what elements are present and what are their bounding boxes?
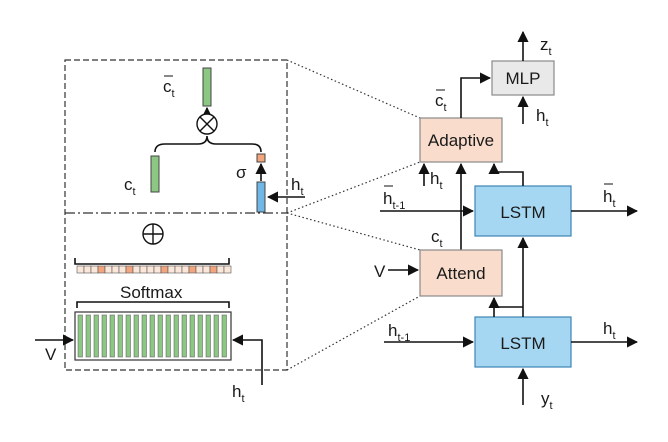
attention-weights-strip xyxy=(76,265,232,274)
inset-ht-label: ht xyxy=(291,175,304,198)
ct-bar-label: ct xyxy=(435,91,447,114)
ct-attend-label: ct xyxy=(431,227,443,250)
feature-vector-column xyxy=(125,314,131,358)
feature-vector-column xyxy=(85,314,91,358)
attention-weight-cell xyxy=(90,265,99,274)
attention-weight-cell xyxy=(174,265,183,274)
ht-vector xyxy=(256,181,266,213)
merge-brace xyxy=(154,135,262,153)
attend-label: Attend xyxy=(436,264,485,283)
lstm-top-box xyxy=(474,185,572,237)
lstm-bottom-branch xyxy=(493,306,523,317)
zoom-line-attend-bottom xyxy=(286,295,421,371)
inset-ct-bar-label: ct xyxy=(163,77,175,100)
h-out-label: ht xyxy=(603,319,616,342)
attention-weight-cell xyxy=(97,265,106,274)
attention-weight-cell xyxy=(160,265,169,274)
feature-vector-column xyxy=(93,314,99,358)
attention-weight-cell xyxy=(76,265,85,274)
feature-map-strip xyxy=(77,314,227,358)
adaptive-to-mlp-arrow xyxy=(460,72,492,118)
attention-weight-cell xyxy=(139,265,148,274)
attention-weight-cell xyxy=(132,265,141,274)
feature-vector-column xyxy=(189,314,195,358)
attention-weight-cell xyxy=(181,265,190,274)
feature-vector-column xyxy=(149,314,155,358)
feature-vector-column xyxy=(205,314,211,358)
gate-scalar xyxy=(256,153,266,163)
feature-vector-column xyxy=(197,314,203,358)
adaptive-label: Adaptive xyxy=(428,131,494,150)
lstm-top-to-adaptive-arrow xyxy=(488,162,524,186)
h-bar-prev-label: ht-1 xyxy=(383,189,405,212)
attention-weight-cell xyxy=(223,265,232,274)
attention-weight-cell xyxy=(216,265,225,274)
feature-vector-column xyxy=(165,314,171,358)
lstm-bottom-label: LSTM xyxy=(500,334,545,353)
otimes-cross-2 xyxy=(199,116,215,132)
ht-adaptive-label: ht xyxy=(430,169,443,192)
feature-vector-column xyxy=(221,314,227,358)
inset-ht-bottom-arrow xyxy=(231,334,263,385)
attention-weight-cell xyxy=(195,265,204,274)
attention-weight-cell xyxy=(118,265,127,274)
v-attend-label: V xyxy=(374,262,386,281)
feature-vector-column xyxy=(109,314,115,358)
h-bar-out-label: ht xyxy=(603,187,616,210)
ht-mlp-label: ht xyxy=(536,106,549,129)
h-prev-label: ht-1 xyxy=(388,321,410,344)
softmax-brace xyxy=(76,301,230,308)
weighted-sum-brace xyxy=(74,258,230,265)
attention-weight-cell xyxy=(167,265,176,274)
attention-weight-cell xyxy=(153,265,162,274)
feature-vector-column xyxy=(213,314,219,358)
adaptive-box xyxy=(419,117,503,163)
feature-vector-column xyxy=(173,314,179,358)
feature-vector-column xyxy=(133,314,139,358)
attention-weight-cell xyxy=(209,265,218,274)
zoom-line-attend-top xyxy=(286,212,421,251)
lstm-top-label: LSTM xyxy=(500,203,545,222)
ct-vector xyxy=(150,155,160,193)
feature-vector-column xyxy=(77,314,83,358)
attention-weight-cell xyxy=(146,265,155,274)
z-label: zt xyxy=(540,35,552,58)
attention-weight-cell xyxy=(104,265,113,274)
feature-map-frame xyxy=(74,311,232,361)
attention-weight-cell xyxy=(188,265,197,274)
softmax-label: Softmax xyxy=(120,283,183,302)
ct-bar-vector xyxy=(202,67,212,107)
feature-vector-column xyxy=(101,314,107,358)
attention-weight-cell xyxy=(202,265,211,274)
inset-panel xyxy=(64,59,288,371)
lstm-bottom-box xyxy=(474,316,572,368)
feature-vector-column xyxy=(157,314,163,358)
attention-weight-cell xyxy=(125,265,134,274)
feature-vector-column xyxy=(117,314,123,358)
attention-weight-cell xyxy=(83,265,92,274)
mlp-label: MLP xyxy=(506,69,541,88)
attend-box xyxy=(419,249,503,297)
feature-vector-column xyxy=(181,314,187,358)
inset-ht-bottom-label: ht xyxy=(232,382,245,405)
y-label: yt xyxy=(541,389,553,412)
zoom-line-adaptive-top xyxy=(286,59,421,119)
sigma-label: σ xyxy=(236,163,247,182)
feature-vector-column xyxy=(141,314,147,358)
inset-ct-label: ct xyxy=(124,175,136,198)
inset-v-label: V xyxy=(45,345,57,364)
attention-weight-cell xyxy=(111,265,120,274)
